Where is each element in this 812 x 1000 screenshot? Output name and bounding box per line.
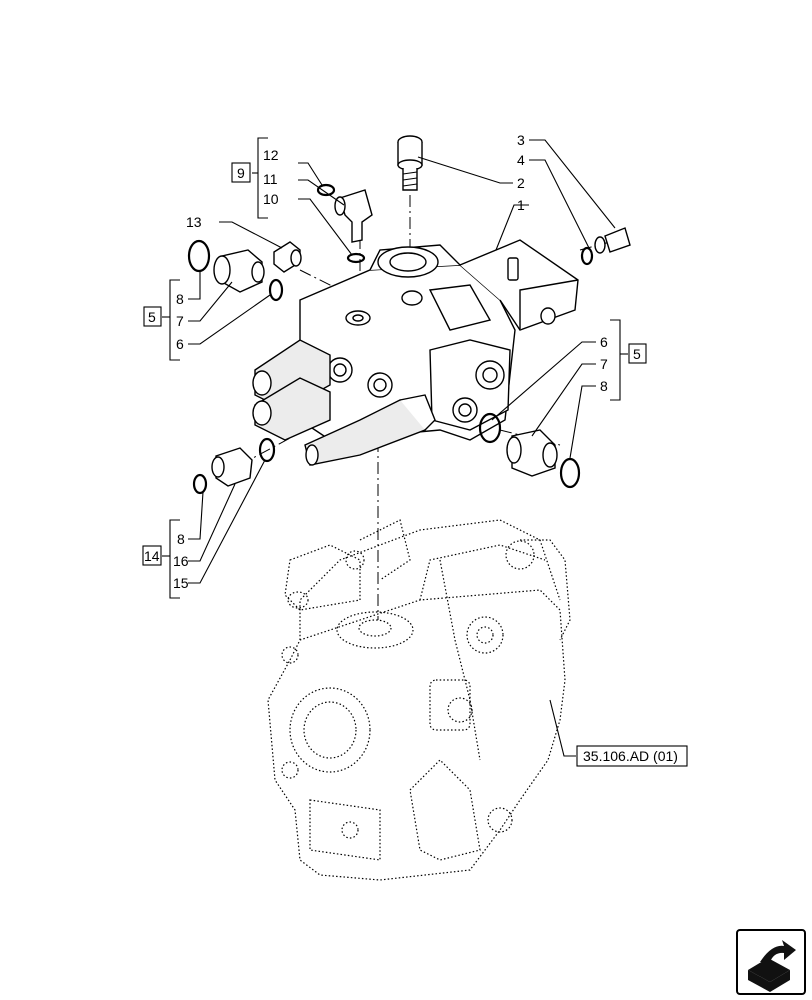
reference-label[interactable]: 35.106.AD (01) [583,748,678,764]
callout-1: 1 [517,197,525,213]
reference-box[interactable] [576,745,688,767]
callout-10: 10 [263,191,279,207]
callout-5-left: 5 [148,309,156,325]
elbow-fitting [316,183,373,264]
group-brackets [162,137,628,599]
callout-14: 14 [144,548,160,564]
callout-3: 3 [517,132,525,148]
callout-5-right: 5 [633,346,641,362]
group-box-9 [231,162,251,183]
callout-8-bottom: 8 [177,531,185,547]
plug-13 [273,241,302,273]
group-box-5-right [628,343,647,364]
callout-4: 4 [517,152,525,168]
bottom-left-adapter-fitting [192,437,276,495]
callout-13: 13 [186,214,202,230]
callout-7-left: 7 [176,313,184,329]
callout-6-right: 6 [600,334,608,350]
callout-9: 9 [237,165,245,181]
group-box-14 [142,545,162,566]
group-box-5-left [143,306,162,327]
callout-15: 15 [173,575,189,591]
callout-8-right: 8 [600,378,608,394]
cap-screw [397,135,423,191]
callout-7-right: 7 [600,356,608,372]
callout-8-left: 8 [176,291,184,307]
valve-body [252,239,579,466]
next-page-arrow-icon[interactable] [736,929,806,995]
callout-11: 11 [263,171,278,187]
callout-12: 12 [263,147,279,163]
plug-and-seal-top-right [580,227,631,266]
right-adapter-fitting [478,412,581,489]
callout-6-left: 6 [176,336,184,352]
left-adapter-fitting [187,239,284,302]
leader-lines [188,139,616,757]
callout-2: 2 [517,175,525,191]
hydraulic-pump-housing [267,519,571,881]
callout-16: 16 [173,553,189,569]
